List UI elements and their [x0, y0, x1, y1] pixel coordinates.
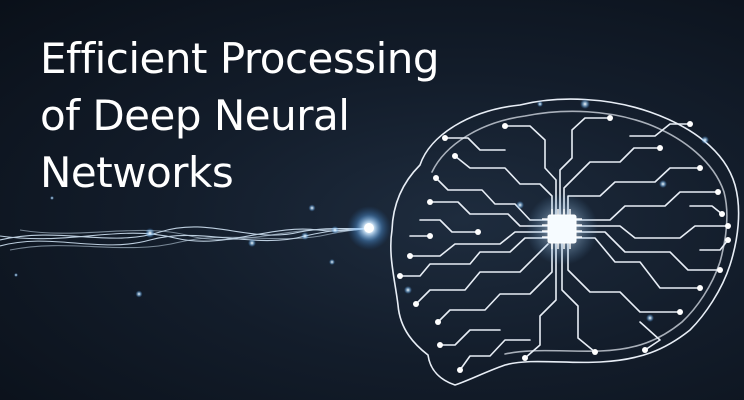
brain-circuit [389, 98, 740, 386]
brain-sparkles [404, 99, 709, 322]
page-title: Efficient Processing of Deep Neural Netw… [40, 30, 440, 201]
fiber-sparkles [14, 196, 391, 298]
fiber-strands [0, 226, 373, 251]
title-line-3: Networks [40, 148, 234, 197]
title-line-2: of Deep Neural [40, 91, 350, 140]
processor-chip-icon [526, 193, 598, 265]
circuit-nodes [397, 115, 731, 373]
title-line-1: Efficient Processing [40, 34, 440, 83]
